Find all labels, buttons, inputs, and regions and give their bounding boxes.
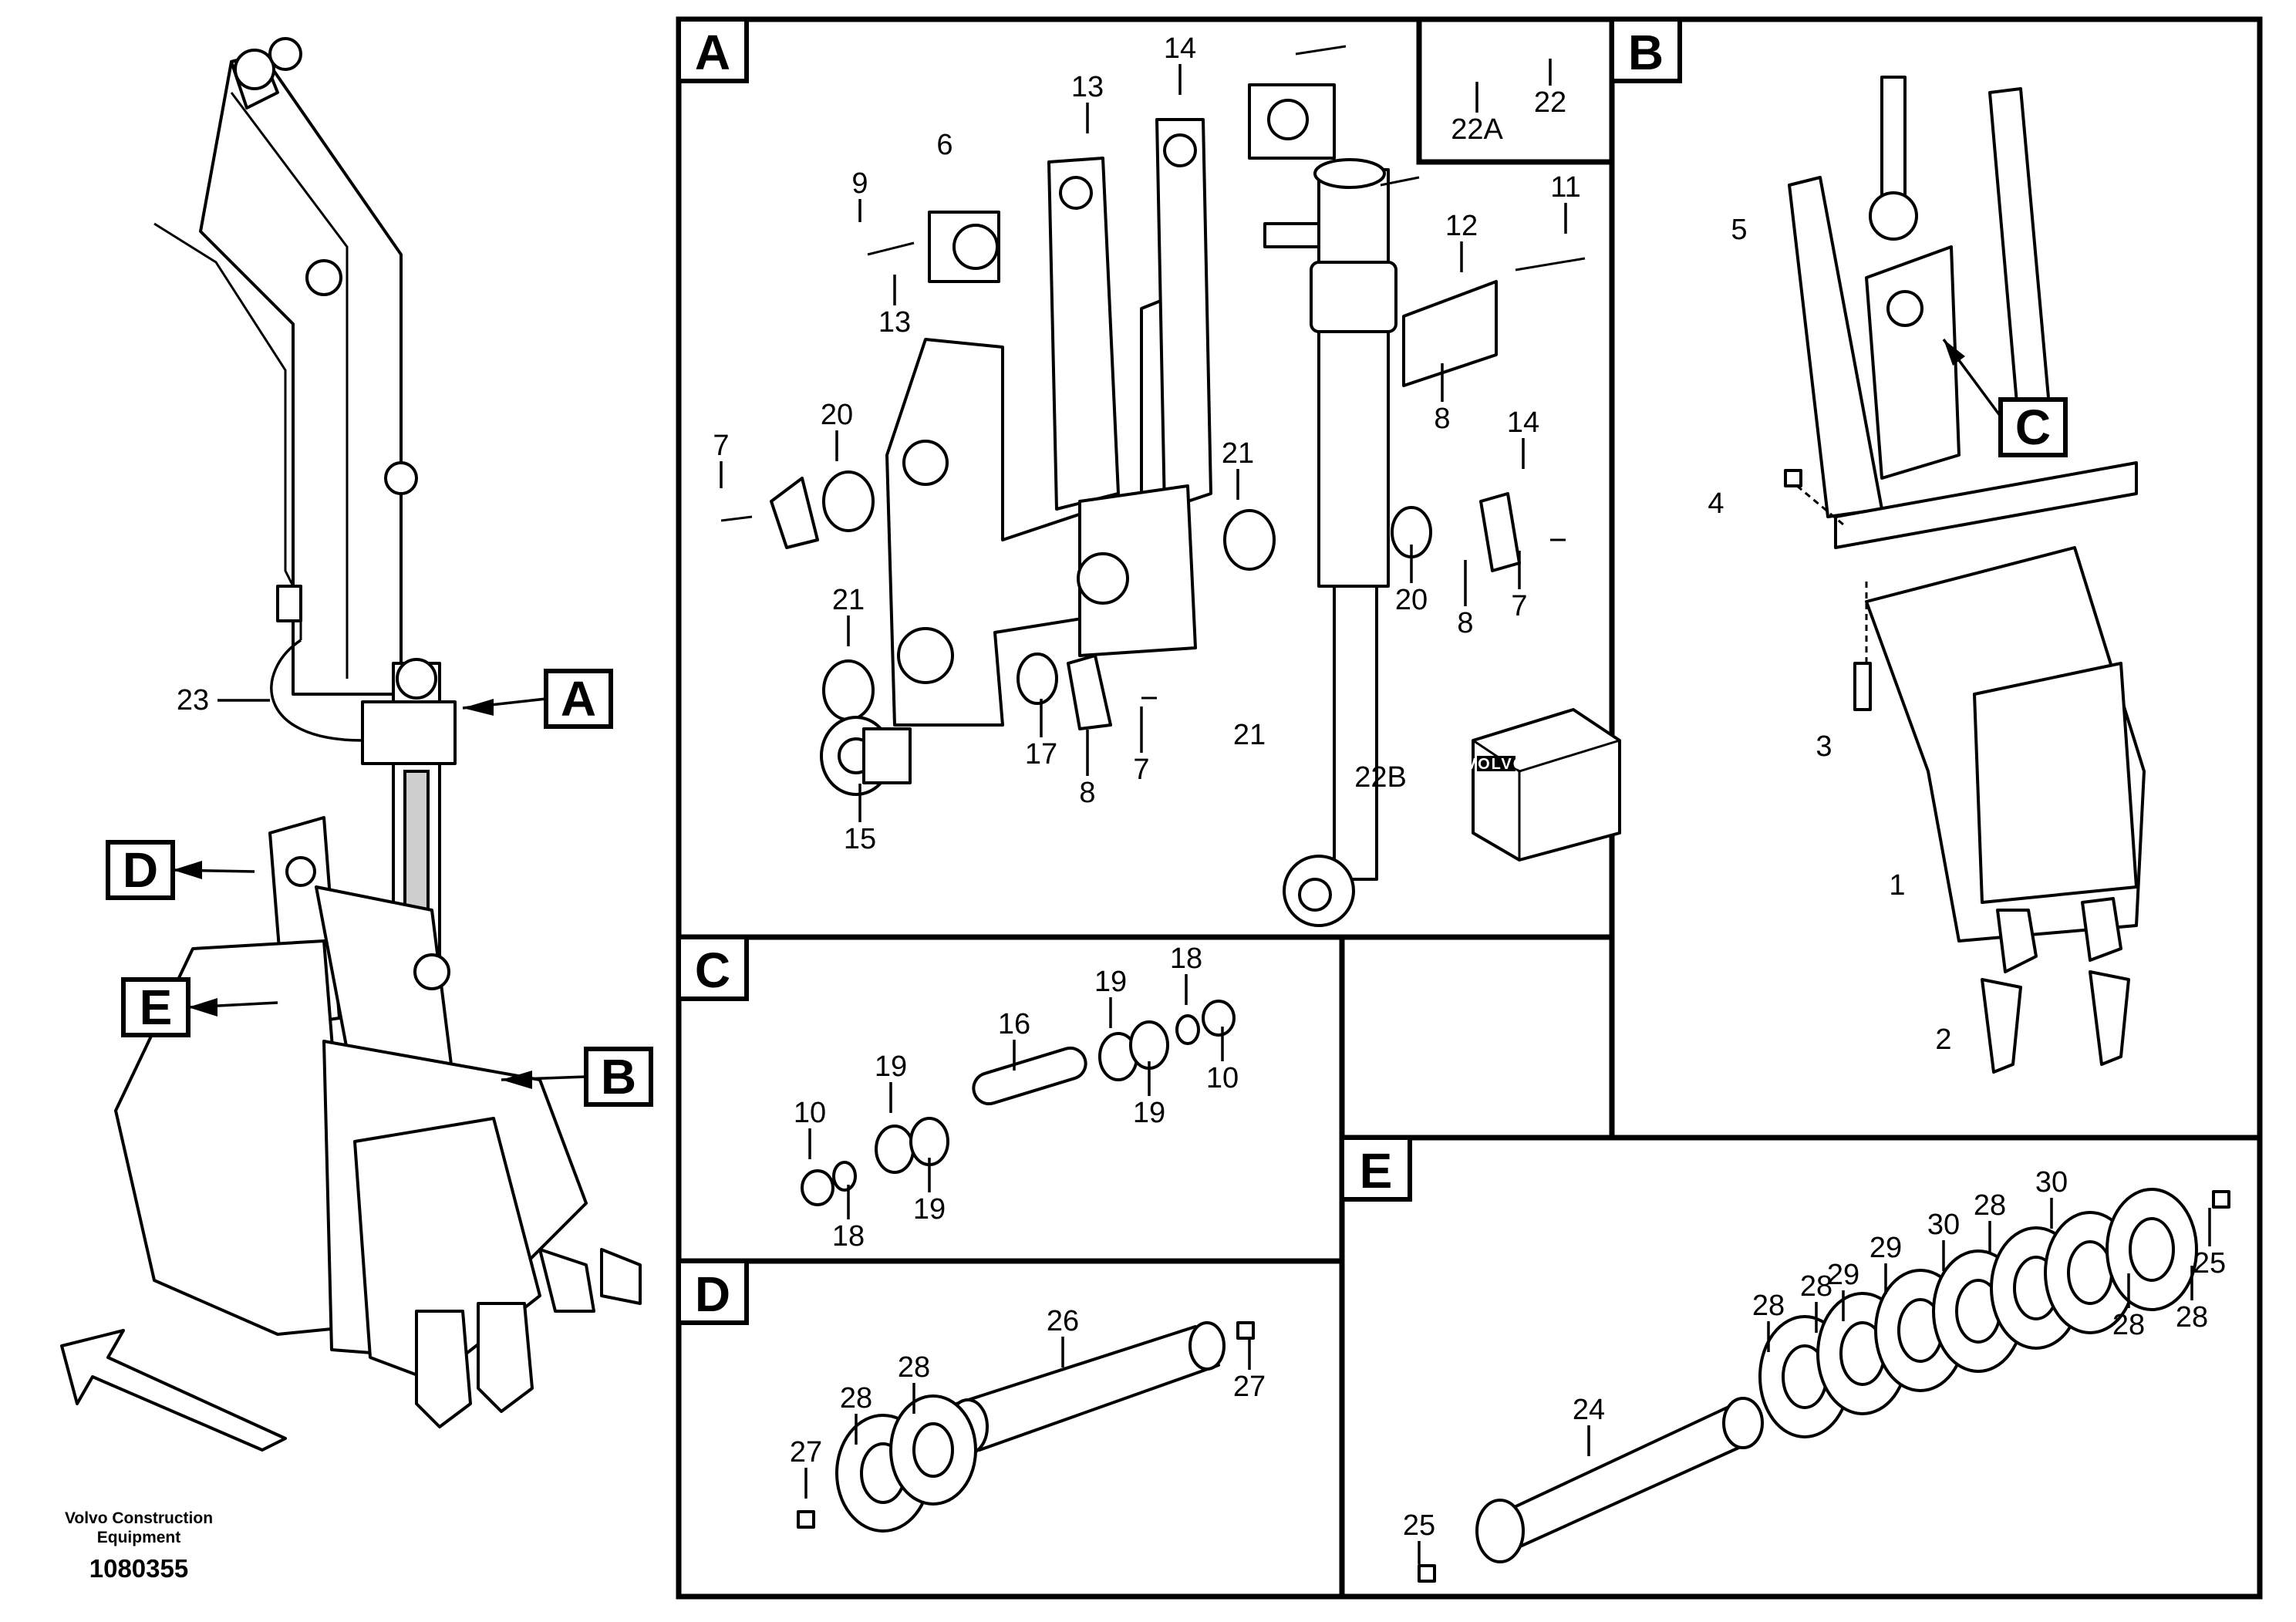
part-label-9: 9: [851, 167, 868, 200]
part-label-7: 7: [713, 430, 729, 462]
panel-A-drawing: VOLVO: [720, 45, 1621, 927]
part-label-22A: 22A: [1451, 113, 1503, 146]
part-label-18: 18: [1170, 943, 1202, 975]
part-label-21: 21: [1233, 719, 1266, 751]
part-label-10: 10: [1206, 1062, 1239, 1094]
panel-E-title: E: [1340, 1135, 1412, 1202]
part-label-28: 28: [2112, 1309, 2145, 1341]
part-label-12: 12: [1445, 210, 1478, 242]
part-label-25: 25: [2193, 1247, 2226, 1280]
part-label-30: 30: [2035, 1166, 2068, 1199]
part-label-13: 13: [878, 306, 911, 339]
svg-text:B: B: [601, 1049, 636, 1104]
svg-text:23: 23: [177, 684, 209, 717]
part-label-24: 24: [1573, 1394, 1605, 1426]
panel-C-title: C: [676, 935, 749, 1001]
part-label-20: 20: [821, 399, 853, 431]
overview-callout-A[interactable]: A: [462, 669, 613, 729]
part-label-28: 28: [2176, 1301, 2208, 1334]
panel-C-drawing: [801, 1000, 1236, 1206]
overview-callout-B[interactable]: B: [501, 1047, 653, 1107]
part-label-2: 2: [1935, 1023, 1951, 1056]
panel-C-part-labels: 10 10 16 18 18 19 19 19 19: [794, 943, 1239, 1253]
part-label-19: 19: [913, 1193, 946, 1226]
svg-text:E: E: [140, 980, 173, 1035]
panel-A-part-labels: 6 7 7 7 8 8 8 9 11 12 13 13 14 14 15 17 20 20 21 21 21 22 22A 2…: [713, 32, 1580, 855]
part-label-6: 6: [936, 129, 952, 161]
panel-D-title: D: [676, 1259, 749, 1325]
svg-text:VOLVO: VOLVO: [1466, 756, 1527, 773]
part-label-21: 21: [832, 584, 865, 616]
part-label-26: 26: [1047, 1305, 1079, 1337]
panel-D-drawing: [797, 1321, 1255, 1533]
part-label-16: 16: [998, 1008, 1030, 1040]
part-label-7: 7: [1511, 590, 1527, 622]
panel-B-detail-callout-C[interactable]: C: [1942, 338, 2068, 457]
part-label-29: 29: [1870, 1232, 1902, 1264]
part-label-17: 17: [1025, 738, 1057, 771]
part-label-14: 14: [1164, 32, 1196, 65]
panel-B-drawing: [1784, 76, 2146, 1074]
part-label-8: 8: [1079, 777, 1095, 809]
part-label-28: 28: [1974, 1189, 2006, 1222]
part-label-18: 18: [832, 1220, 865, 1253]
svg-text:A: A: [695, 25, 730, 80]
overview-callout-D[interactable]: D: [106, 840, 255, 900]
part-label-22B: 22B: [1354, 761, 1407, 794]
part-label-27: 27: [790, 1436, 822, 1469]
panel-E-drawing: [1418, 1188, 2230, 1583]
part-label-3: 3: [1816, 730, 1832, 763]
part-label-7: 7: [1133, 754, 1149, 786]
part-label-28: 28: [1752, 1290, 1785, 1322]
part-label-28: 28: [840, 1382, 872, 1415]
part-label-28: 28: [898, 1351, 930, 1384]
part-label-28: 28: [1800, 1270, 1832, 1303]
panel-B-frame: [1609, 16, 2263, 1141]
part-label-5: 5: [1731, 214, 1747, 246]
panel-E-frame: [1339, 1135, 2263, 1600]
part-label-10: 10: [794, 1097, 826, 1129]
panel-D-part-labels: 26 27 27 28 28: [790, 1305, 1266, 1499]
part-label-19: 19: [1094, 966, 1127, 998]
part-label-1: 1: [1889, 869, 1905, 902]
panel-B-title: B: [1610, 17, 1682, 83]
part-label-14: 14: [1507, 406, 1539, 439]
part-label-27: 27: [1233, 1371, 1266, 1403]
part-label-13: 13: [1071, 71, 1104, 103]
panel-A-title: A: [676, 17, 749, 83]
brand-line-1: Volvo Construction: [65, 1509, 213, 1527]
part-label-20: 20: [1395, 584, 1428, 616]
direction-arrow: [60, 1329, 287, 1452]
part-label-4: 4: [1708, 487, 1724, 520]
panel-22-inset-frame: [1416, 16, 1615, 165]
svg-text:D: D: [123, 842, 158, 898]
part-label-8: 8: [1434, 403, 1450, 435]
svg-text:D: D: [695, 1266, 730, 1322]
part-label-25: 25: [1403, 1509, 1435, 1542]
svg-text:B: B: [1628, 25, 1664, 80]
svg-text:A: A: [561, 671, 596, 727]
svg-text:C: C: [695, 943, 730, 998]
overview-callout-E[interactable]: E: [121, 977, 278, 1037]
svg-text:C: C: [2015, 400, 2051, 455]
part-label-29: 29: [1827, 1259, 1859, 1291]
panel-B-part-labels: 1 2 3 4 5: [1708, 214, 1951, 1056]
part-label-11: 11: [1550, 171, 1580, 204]
part-label-30: 30: [1927, 1209, 1960, 1241]
overview-drawing: [114, 37, 642, 1428]
part-label-8: 8: [1457, 607, 1473, 639]
part-label-21: 21: [1222, 437, 1254, 470]
document-number: 1080355: [89, 1554, 188, 1583]
part-label-19: 19: [1133, 1097, 1165, 1129]
brand-line-2: Equipment: [97, 1529, 181, 1546]
svg-text:E: E: [1360, 1143, 1393, 1199]
part-label-22: 22: [1534, 86, 1566, 119]
hose-callout: 23: [177, 684, 270, 717]
part-label-15: 15: [844, 823, 876, 855]
part-label-19: 19: [875, 1050, 907, 1083]
